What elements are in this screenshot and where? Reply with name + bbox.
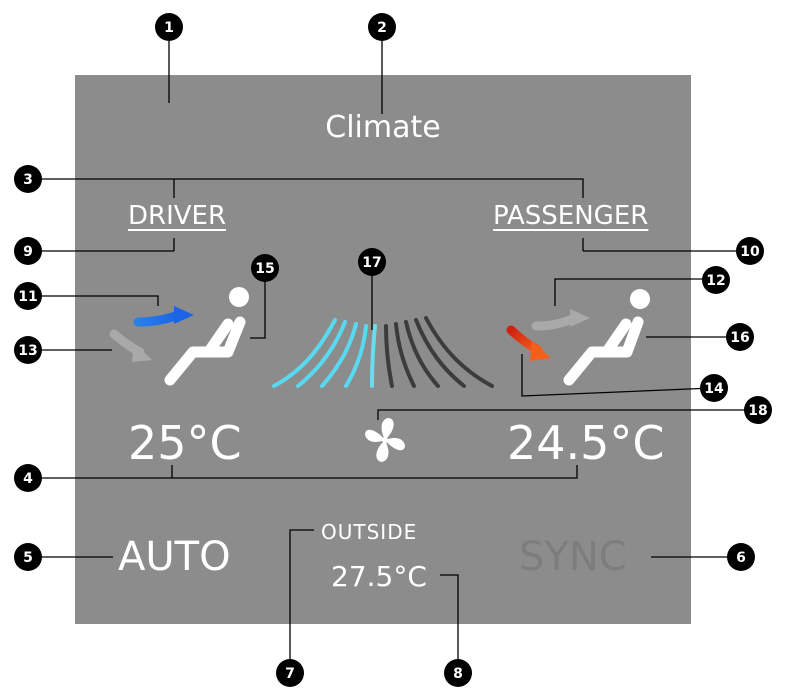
callout-3: 3	[14, 165, 42, 193]
sync-button[interactable]: SYNC	[519, 534, 627, 580]
svg-text:16: 16	[730, 330, 749, 346]
fan-speed-level-5	[370, 324, 377, 388]
passenger-seat-icon	[563, 316, 644, 386]
callout-14: 14	[700, 374, 728, 402]
callout-8: 8	[444, 659, 472, 687]
auto-button[interactable]: AUTO	[118, 534, 231, 580]
svg-text:1: 1	[164, 20, 174, 36]
passenger-temperature[interactable]: 24.5°C	[507, 416, 665, 470]
fan-speed-level-10	[424, 316, 494, 388]
callout-12: 12	[702, 266, 730, 294]
callout-16: 16	[726, 323, 754, 351]
svg-text:7: 7	[285, 666, 295, 682]
svg-text:17: 17	[362, 255, 381, 271]
callout-17: 17	[358, 248, 386, 276]
fan-icon[interactable]	[365, 418, 405, 462]
svg-text:2: 2	[377, 20, 387, 36]
svg-text:14: 14	[704, 381, 724, 397]
driver-upper-airflow-icon[interactable]	[133, 306, 194, 327]
fan-speed-level-1	[272, 318, 337, 388]
driver-head-icon	[229, 287, 249, 307]
svg-text:5: 5	[23, 550, 33, 566]
fan-speed-level-3	[320, 322, 358, 388]
svg-text:15: 15	[255, 261, 274, 277]
callout-1: 1	[155, 13, 183, 41]
callout-11: 11	[14, 282, 42, 310]
svg-text:13: 13	[18, 343, 37, 359]
fan-speed-level-7	[394, 322, 416, 388]
screen-title: Climate	[325, 110, 441, 145]
passenger-zone-label[interactable]: PASSENGER	[493, 201, 649, 231]
svg-text:6: 6	[736, 550, 746, 566]
outside-temperature: 27.5°C	[331, 560, 427, 593]
passenger-head-icon	[630, 289, 650, 309]
callout-5: 5	[14, 543, 42, 571]
svg-text:9: 9	[23, 244, 33, 260]
driver-seat-icon	[164, 316, 246, 386]
svg-text:8: 8	[453, 666, 463, 682]
passenger-lower-airflow-icon[interactable]	[506, 325, 551, 361]
svg-text:18: 18	[748, 403, 767, 419]
svg-text:12: 12	[706, 273, 725, 289]
callout-2: 2	[368, 13, 396, 41]
driver-zone-label[interactable]: DRIVER	[128, 201, 227, 231]
fan-speed-icon[interactable]	[272, 316, 494, 388]
fan-speed-level-2	[296, 320, 347, 388]
callout-13: 13	[14, 336, 42, 364]
svg-text:10: 10	[740, 244, 760, 260]
fan-speed-level-9	[414, 318, 466, 388]
callout-6: 6	[727, 543, 755, 571]
fan-speed-level-6	[384, 324, 394, 388]
svg-text:4: 4	[23, 471, 33, 487]
fan-speed-level-4	[344, 324, 368, 388]
outside-label: OUTSIDE	[321, 520, 418, 544]
callout-18: 18	[744, 396, 772, 424]
callout-leaders	[35, 40, 750, 673]
fan-speed-level-8	[404, 320, 440, 388]
callout-10: 10	[736, 237, 764, 265]
callout-9: 9	[14, 237, 42, 265]
driver-lower-airflow-icon[interactable]	[109, 329, 152, 362]
svg-text:11: 11	[18, 289, 37, 305]
driver-temperature[interactable]: 25°C	[128, 416, 242, 470]
callout-4: 4	[14, 464, 42, 492]
passenger-upper-airflow-icon[interactable]	[531, 309, 590, 331]
callout-7: 7	[276, 659, 304, 687]
svg-text:3: 3	[23, 172, 33, 188]
callout-15: 15	[251, 254, 279, 282]
